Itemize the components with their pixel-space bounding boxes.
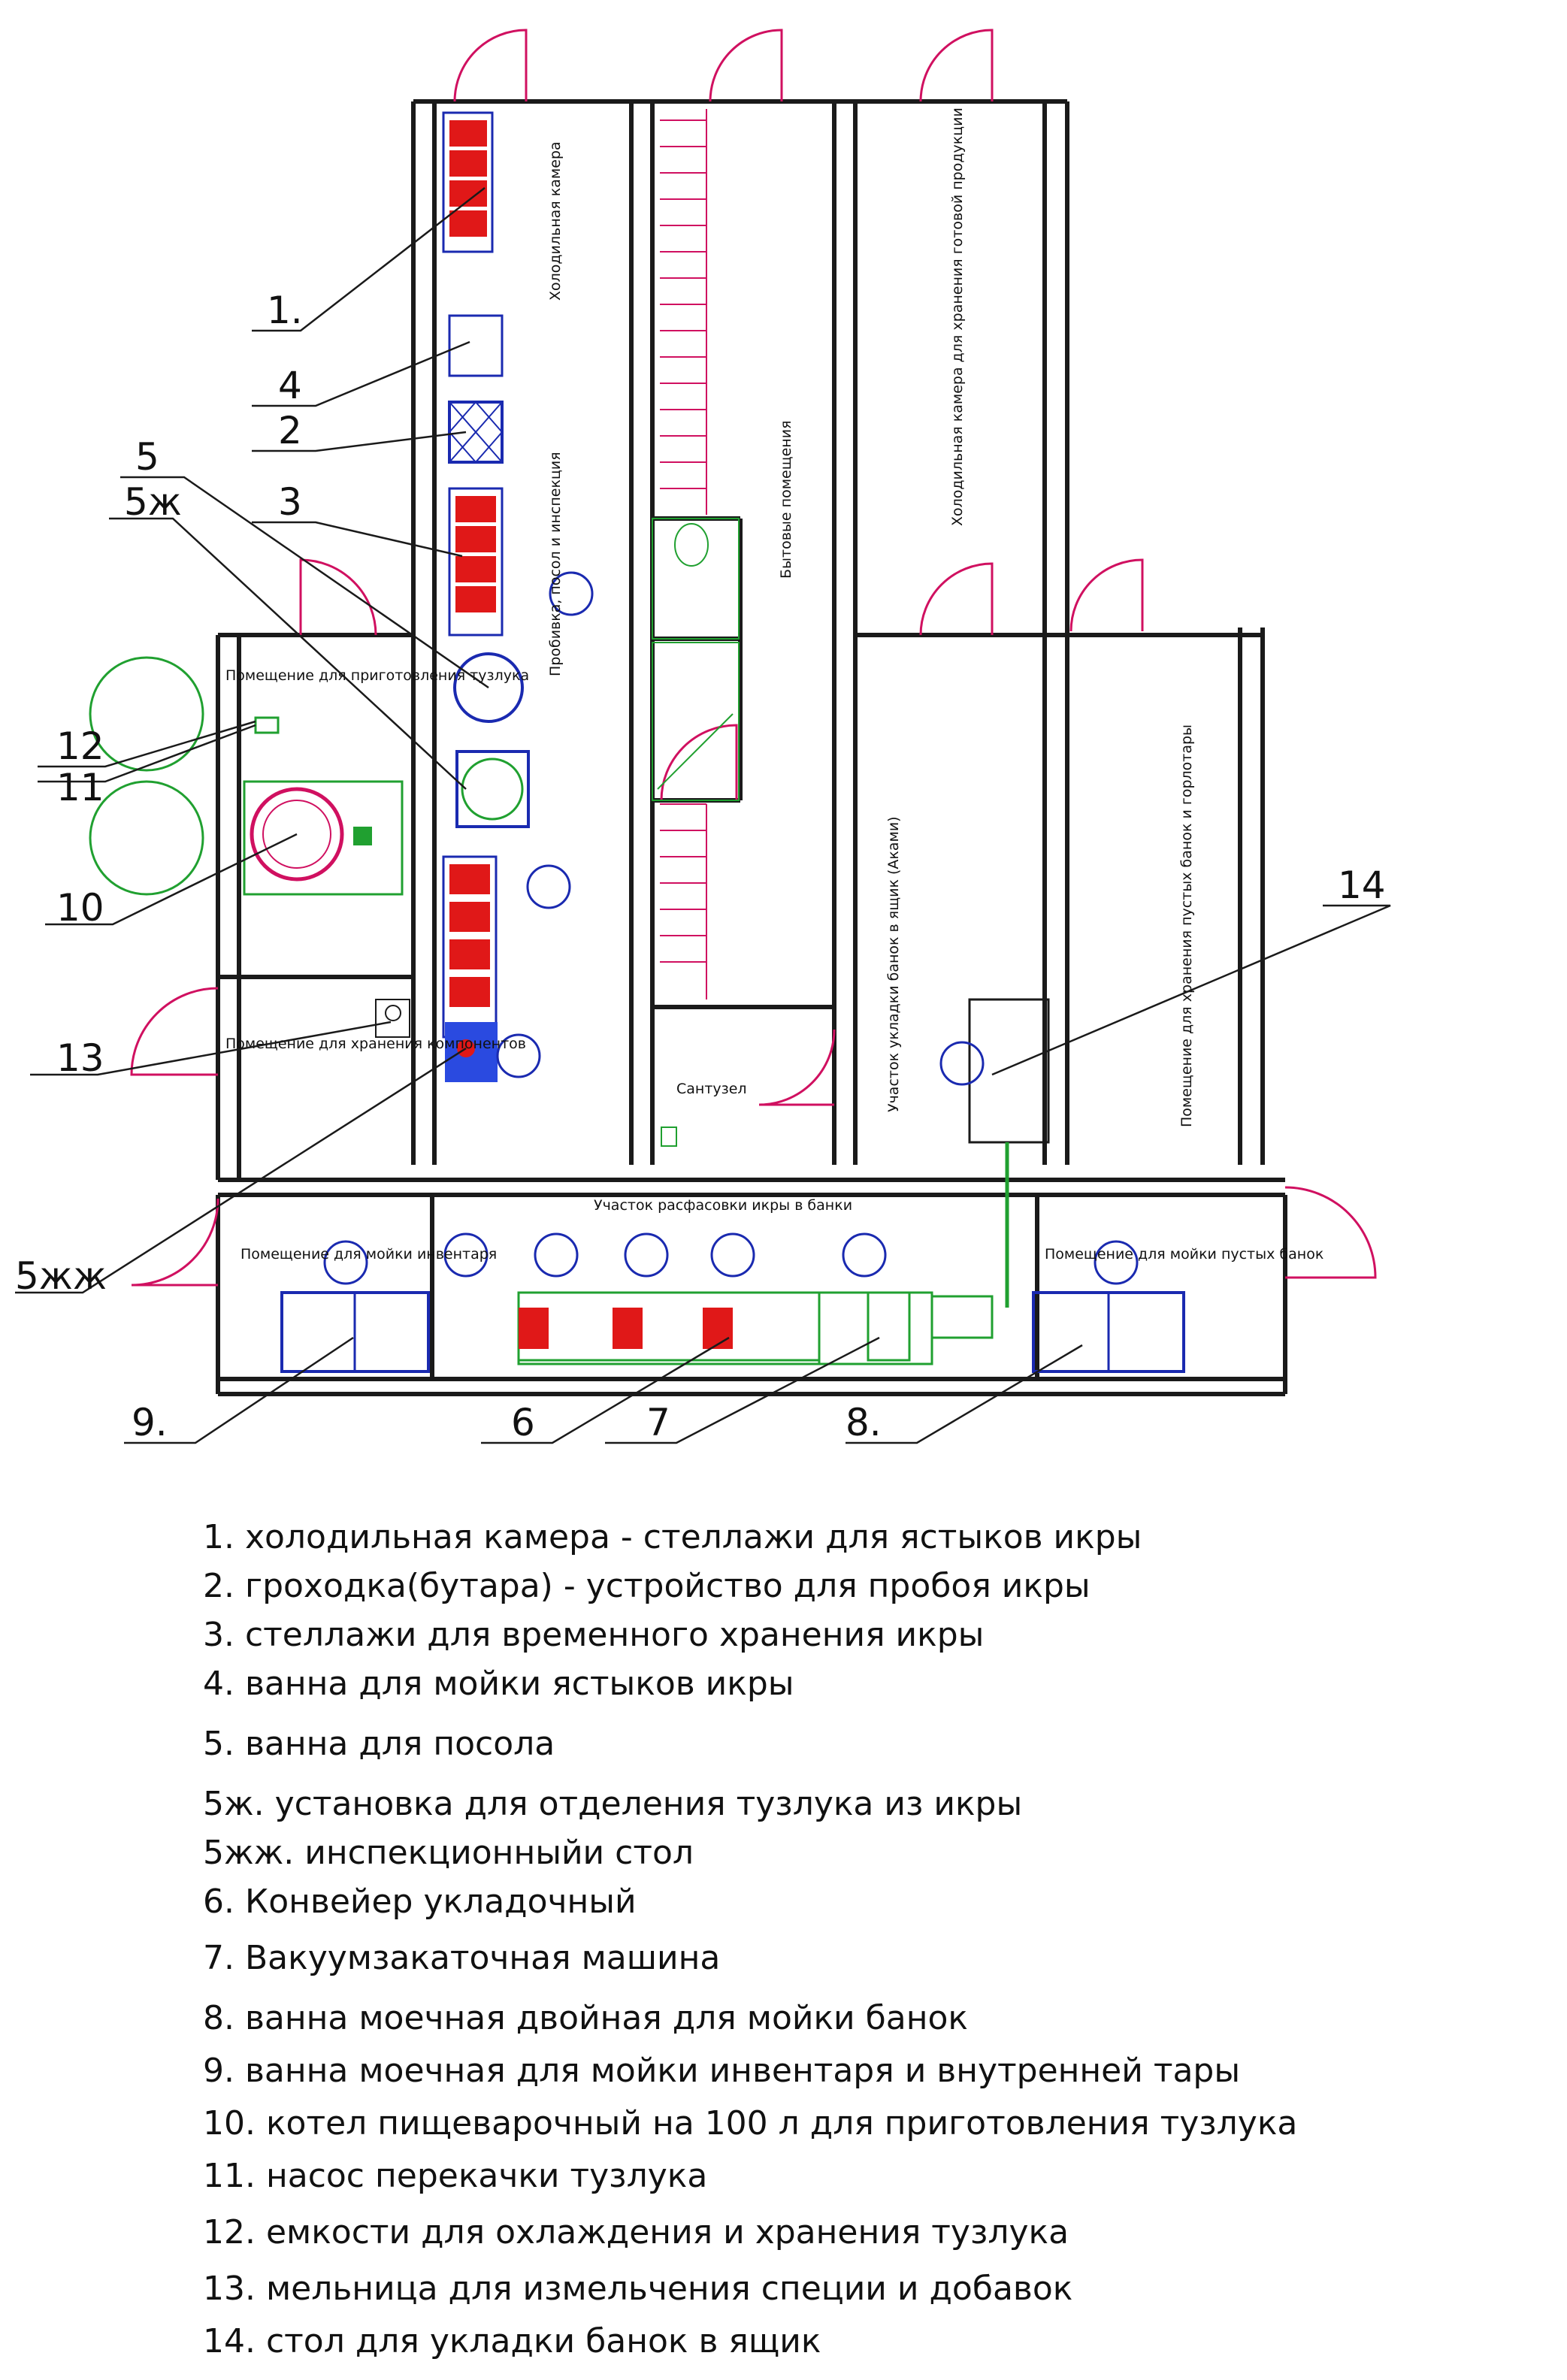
room-empty-cans: Помещение для хранения пустых банок и го… bbox=[1178, 724, 1195, 1127]
callout-6: 6 bbox=[511, 1401, 535, 1444]
stair-hatch bbox=[660, 109, 707, 999]
room-cold-finished: Холодильная камера для хранения готовой … bbox=[949, 107, 966, 526]
walls bbox=[216, 99, 1287, 1396]
callout-5zhzh: 5жж bbox=[15, 1254, 107, 1298]
brine-tank-icon bbox=[89, 780, 204, 896]
callout-5: 5 bbox=[135, 435, 159, 479]
legend-item: 7. Вакуумзакаточная машина bbox=[203, 1939, 721, 1977]
callout-12: 12 bbox=[56, 724, 104, 768]
room-box-packing: Участок укладки банок в ящик (Аками) bbox=[885, 816, 902, 1112]
callout-3: 3 bbox=[278, 480, 302, 524]
production-line bbox=[280, 998, 1185, 1373]
callout-8: 8. bbox=[846, 1401, 882, 1444]
boiler-icon bbox=[250, 787, 344, 882]
callout-13: 13 bbox=[56, 1036, 104, 1080]
legend-item: 6. Конвейер укладочный bbox=[203, 1883, 637, 1921]
pump-icon bbox=[254, 716, 280, 734]
legend-item: 1. холодильная камера - стеллажи для яст… bbox=[203, 1518, 1142, 1556]
callout-5zh: 5ж bbox=[124, 480, 182, 524]
mill-icon bbox=[375, 999, 410, 1038]
doors bbox=[130, 29, 1377, 1287]
brine-equipment bbox=[89, 656, 410, 1038]
room-inventory-wash: Помещение для мойки инвентаря bbox=[240, 1246, 497, 1263]
room-probing: Пробивка, посол и инспекция bbox=[547, 452, 564, 676]
room-cans-wash: Помещение для мойки пустых банок bbox=[1045, 1246, 1323, 1263]
legend-item: 8. ванна моечная двойная для мойки банок bbox=[203, 1999, 968, 2037]
legend-item: 13. мельница для измельчения специи и до… bbox=[203, 2270, 1073, 2308]
legend-item: 5. ванна для посола bbox=[203, 1725, 555, 1763]
room-packing-area: Участок расфасовки икры в банки bbox=[594, 1197, 852, 1214]
callout-14: 14 bbox=[1338, 863, 1386, 907]
room-brine: Помещение для приготовления тузлука bbox=[225, 667, 529, 684]
legend-item: 2. гроходка(бутара) - устройство для про… bbox=[203, 1567, 1091, 1605]
vacuum-sealer-icon bbox=[818, 1291, 933, 1365]
callout-7: 7 bbox=[646, 1401, 670, 1444]
workers bbox=[323, 571, 1139, 1285]
legend-item: 5жж. инспекционныйи стол bbox=[203, 1834, 694, 1872]
brine-tank-icon bbox=[89, 656, 204, 772]
callout-2: 2 bbox=[278, 409, 302, 452]
sanitary-fixtures bbox=[652, 518, 740, 1147]
equipment-racks bbox=[442, 111, 530, 1082]
callout-1: 1. bbox=[267, 289, 303, 332]
separator-unit-icon bbox=[455, 750, 530, 828]
legend-item: 3. стеллажи для временного хранения икры bbox=[203, 1616, 985, 1654]
legend-item: 10. котел пищеварочный на 100 л для приг… bbox=[203, 2104, 1298, 2143]
callout-10: 10 bbox=[56, 886, 104, 930]
room-cold: Холодильная камера bbox=[547, 141, 564, 301]
room-household: Бытовые помещения bbox=[778, 420, 794, 579]
room-sanitary: Сантузел bbox=[676, 1081, 747, 1097]
salting-bath-icon bbox=[453, 652, 524, 723]
callout-9: 9. bbox=[132, 1401, 168, 1444]
callout-11: 11 bbox=[56, 766, 104, 809]
legend-item: 4. ванна для мойки ястыков икры bbox=[203, 1665, 794, 1703]
legend-item: 14. стол для укладки банок в ящик bbox=[203, 2322, 821, 2360]
leader-lines bbox=[15, 187, 1391, 1444]
room-components: Помещение для хранения компонентов bbox=[225, 1036, 526, 1052]
legend-item: 5ж. установка для отделения тузлука из и… bbox=[203, 1785, 1023, 1823]
legend-item: 11. насос перекачки тузлука bbox=[203, 2157, 708, 2195]
callout-4: 4 bbox=[278, 364, 302, 407]
floor-plan: Холодильная камера Пробивка, посол и инс… bbox=[15, 29, 1391, 1444]
legend-item: 9. ванна моечная для мойки инвентаря и в… bbox=[203, 2052, 1241, 2090]
conveyor-icon bbox=[517, 1291, 821, 1365]
legend-item: 12. емкости для охлаждения и хранения ту… bbox=[203, 2213, 1069, 2251]
